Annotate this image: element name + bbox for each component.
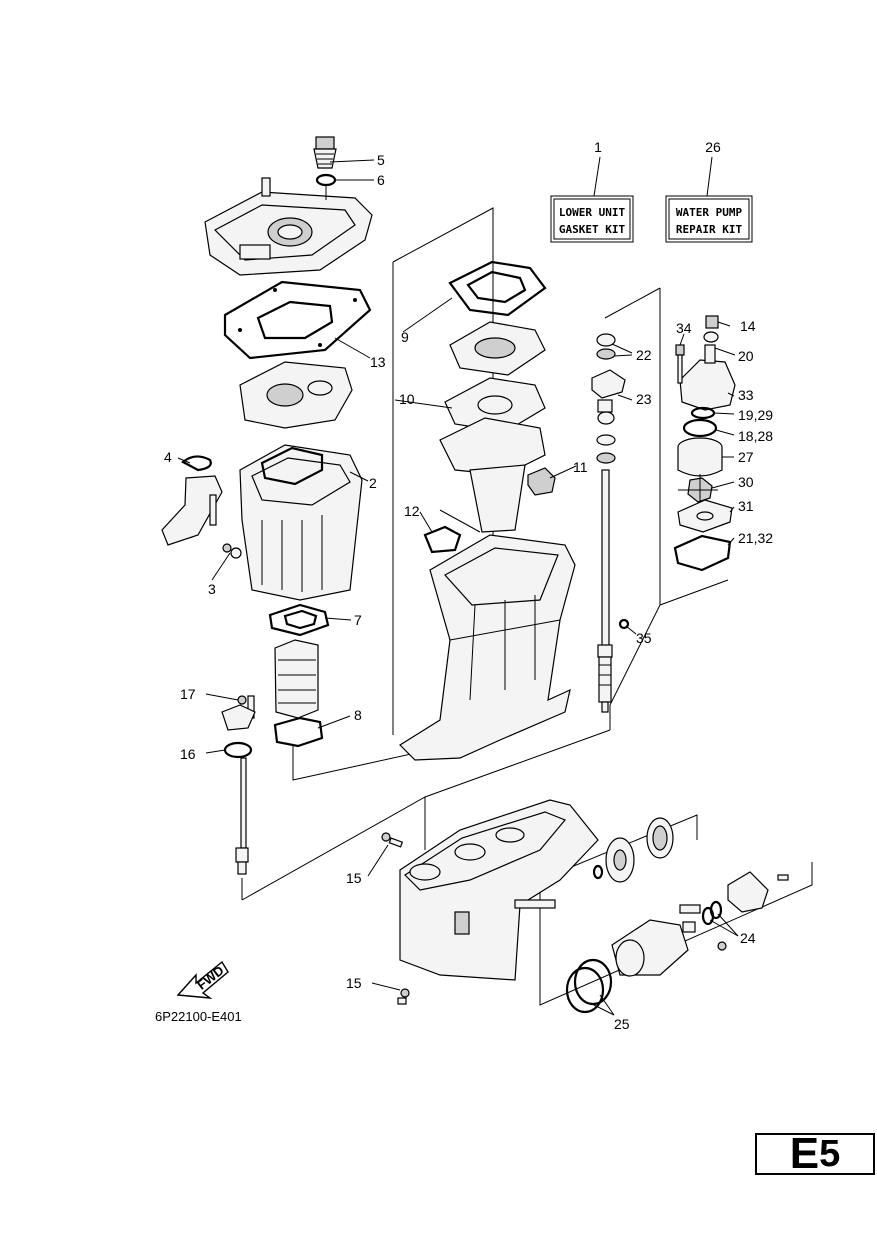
callout-30: 30: [738, 474, 754, 490]
callout-5: 5: [377, 152, 385, 168]
kit-26-line1: WATER PUMP: [676, 206, 743, 219]
callout-18-28: 18,28: [738, 428, 773, 444]
page-tag-letter: E: [789, 1129, 820, 1178]
seal-part-12: [423, 525, 462, 554]
callout-2: 2: [369, 475, 377, 491]
gasket-part-7: [268, 603, 330, 637]
propeller-shaft-housing: [611, 904, 701, 977]
exhaust-manifold-part: [239, 361, 353, 429]
callout-8: 8: [354, 707, 362, 723]
drain-screw-part-15: [381, 832, 410, 1005]
callout-35: 35: [636, 630, 652, 646]
oil-seals-part-24: [701, 900, 727, 951]
driveshaft-group-frame: [604, 287, 729, 706]
outer-plate-part-31: [677, 499, 733, 533]
callout-26: 26: [705, 139, 721, 155]
o-ring-part-16: [223, 741, 253, 759]
rubber-mount-part-11: [527, 467, 556, 496]
callout-23: 23: [636, 391, 652, 407]
gasket-part-21-32: [673, 534, 732, 572]
callout-21-32: 21,32: [738, 530, 773, 546]
water-pump-housing: [679, 315, 736, 411]
callout-25: 25: [614, 1016, 630, 1032]
lower-unit-gasket-kit-box: LOWER UNIT GASKET KIT 1: [550, 139, 634, 243]
gasket-part-10: [444, 377, 546, 433]
exhaust-pipe-part: [274, 639, 319, 719]
callout-14: 14: [740, 318, 756, 334]
anode-part: [727, 871, 789, 913]
oil-pan-upper: [439, 417, 546, 533]
lower-casing-part: [399, 799, 599, 981]
exhaust-guide-part: [204, 177, 373, 276]
bolt-part-3: [222, 543, 242, 559]
callout-3: 3: [208, 581, 216, 597]
callout-27: 27: [738, 449, 754, 465]
callout-15-upper: 15: [346, 870, 362, 886]
impeller-part-30: [678, 474, 718, 506]
o-ring-part-18-28: [682, 418, 718, 438]
bracket-part-17: [221, 695, 256, 731]
pinion-gear-and-bearing: [592, 817, 674, 883]
insert-cartridge-part-27: [677, 437, 723, 477]
callout-15-lower: 15: [346, 975, 362, 991]
driveshaft-part: [591, 333, 626, 713]
kit-1-line1: LOWER UNIT: [559, 206, 626, 219]
callout-22: 22: [636, 347, 652, 363]
kit-1-line2: GASKET KIT: [559, 223, 626, 236]
seal-part-4: [181, 455, 212, 472]
kit-26-line2: REPAIR KIT: [676, 223, 743, 236]
callout-numbers: 5 6 13 9 10 11 2 4 3 12 7 8 17 16 14 34 …: [164, 152, 773, 1032]
o-rings-part-25: [565, 958, 613, 1014]
o-ring-part-6: [315, 173, 337, 187]
callout-1: 1: [594, 139, 602, 155]
drain-plug-part-5: [313, 136, 337, 169]
callout-13: 13: [370, 354, 386, 370]
callout-31: 31: [738, 498, 754, 514]
gasket-part-9: [448, 260, 547, 317]
upper-mount-plate: [449, 321, 546, 376]
fwd-arrow: FWD: [176, 960, 229, 999]
callout-17: 17: [180, 686, 196, 702]
leader-lines: [177, 159, 739, 1016]
callout-11: 11: [573, 459, 588, 475]
callout-33: 33: [738, 387, 754, 403]
callout-9: 9: [401, 329, 409, 345]
upper-casing-part: [399, 534, 576, 761]
callout-7: 7: [354, 612, 362, 628]
gasket-part-8: [273, 716, 324, 748]
water-tube-part: [235, 757, 249, 875]
page-tag-number: 5: [819, 1133, 841, 1175]
water-tube-bracket-part: [161, 475, 223, 546]
exhaust-gasket-part-13: [223, 280, 372, 360]
drawing-code: 6P22100-E401: [155, 1009, 242, 1024]
callout-10: 10: [399, 391, 415, 407]
callout-19-29: 19,29: [738, 407, 773, 423]
callout-20: 20: [738, 348, 754, 364]
callout-4: 4: [164, 449, 172, 465]
callout-16: 16: [180, 746, 196, 762]
callout-12: 12: [404, 503, 420, 519]
callout-34: 34: [676, 320, 692, 336]
muffler-part: [239, 444, 363, 601]
callout-6: 6: [377, 172, 385, 188]
clip-part-35: [618, 618, 630, 630]
water-pump-repair-kit-box: WATER PUMP REPAIR KIT 26: [665, 139, 753, 243]
callout-24: 24: [740, 930, 756, 946]
